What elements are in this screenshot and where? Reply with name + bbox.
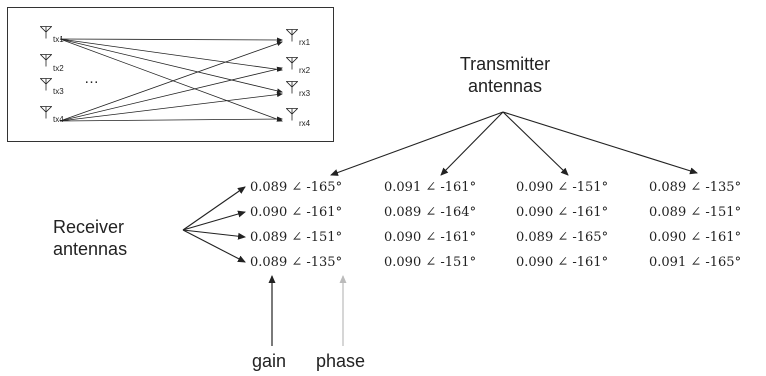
link-tx4-rx2 [59, 66, 283, 122]
phase-label: phase [316, 351, 366, 371]
receiver-arrows [182, 186, 246, 263]
matrix-cell-r2-c4: 0.089 ∠ -151° [649, 205, 742, 220]
rx1-label: rx1 [299, 38, 311, 47]
rx-arrow-row3 [182, 229, 246, 240]
tx3-label: tx3 [53, 87, 64, 96]
matrix-cell-r3-c2: 0.090 ∠ -161° [384, 230, 477, 245]
inset-links [59, 37, 283, 122]
matrix-cell-r1-c1: 0.089 ∠ -165° [250, 180, 343, 195]
gain-label: gain [252, 351, 287, 371]
transmitter-label-line2: antennas [467, 76, 543, 96]
matrix-cell-r3-c3: 0.089 ∠ -165° [516, 230, 609, 245]
antenna-icon [286, 57, 298, 70]
matrix-cell-r1-c3: 0.090 ∠ -151° [516, 180, 609, 195]
tx-arrow-col1 [330, 111, 504, 176]
link-tx1-rx4 [59, 38, 283, 122]
transmitter-arrows [330, 111, 698, 176]
receiver-label-line1: Receiver [53, 217, 125, 237]
matrix-cell-r4-c4: 0.091 ∠ -165° [649, 255, 742, 270]
more-antennas-ellipsis: … [84, 70, 100, 87]
tx-arrow-col4 [502, 111, 698, 175]
matrix-cell-r4-c2: 0.090 ∠ -151° [384, 255, 477, 270]
tx4-label: tx4 [53, 115, 64, 124]
link-tx4-rx4 [59, 116, 283, 122]
matrix-cell-r4-c3: 0.090 ∠ -161° [516, 255, 609, 270]
antenna-icon [286, 81, 298, 94]
rx-arrow-row1 [182, 186, 246, 231]
link-tx1-rx1 [59, 37, 283, 43]
rx-arrow-row4 [182, 229, 246, 263]
transmitter-label-line1: Transmitter [459, 54, 551, 74]
receiver-antennas-label: Receiver antennas [53, 216, 153, 260]
antenna-icon [286, 108, 298, 121]
antenna-icon [40, 26, 52, 39]
rx4-label: rx4 [299, 119, 311, 128]
antenna-icon [286, 29, 298, 42]
matrix-cell-r4-c1: 0.089 ∠ -135° [250, 255, 343, 270]
tx2-label: tx2 [53, 64, 64, 73]
link-tx4-rx1 [59, 41, 283, 122]
antenna-icon [40, 54, 52, 67]
link-tx4-rx3 [59, 92, 283, 122]
matrix-cell-r1-c2: 0.091 ∠ -161° [384, 180, 477, 195]
tx1-label: tx1 [53, 35, 64, 44]
matrix-cell-r1-c4: 0.089 ∠ -135° [649, 180, 742, 195]
matrix-cell-r3-c4: 0.090 ∠ -161° [649, 230, 742, 245]
tx-arrow-col3 [502, 111, 569, 176]
rx-arrow-row2 [182, 210, 246, 231]
rx3-label: rx3 [299, 89, 311, 98]
antenna-icon [40, 106, 52, 119]
matrix-cell-r2-c2: 0.089 ∠ -164° [384, 205, 477, 220]
matrix-cell-r3-c1: 0.089 ∠ -151° [250, 230, 343, 245]
matrix-cell-r2-c1: 0.090 ∠ -161° [250, 205, 343, 220]
antenna-icon [40, 78, 52, 91]
transmitter-antennas-label: Transmitter antennas [420, 53, 590, 97]
rx2-label: rx2 [299, 66, 311, 75]
tx-arrow-col2 [440, 111, 504, 176]
link-tx1-rx3 [59, 38, 283, 94]
receiver-label-line2: antennas [53, 239, 128, 259]
matrix-cell-r2-c3: 0.090 ∠ -161° [516, 205, 609, 220]
inset-antenna-schematic [7, 7, 334, 142]
link-tx1-rx2 [59, 38, 283, 72]
